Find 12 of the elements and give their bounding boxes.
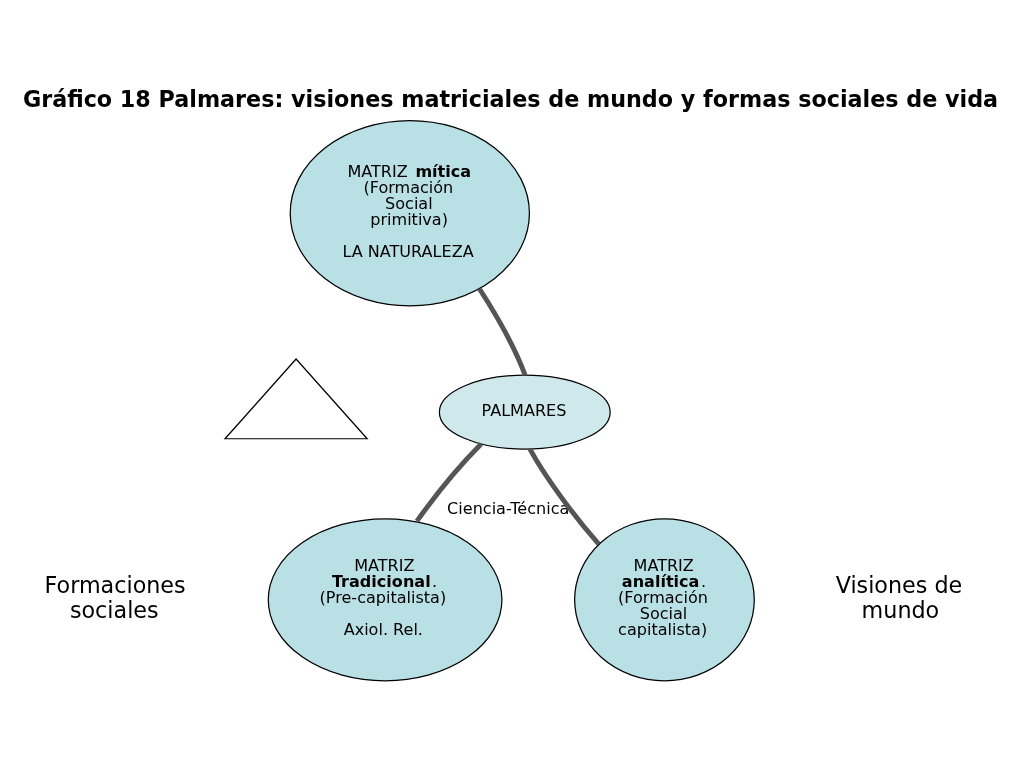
label: Formaciones sociales: [44, 571, 186, 623]
connector: [414, 442, 483, 523]
node-ellipse: MATRIZ Tradicional. (Pre-capitalista) Axiol. Rel.: [267, 518, 503, 682]
label: Visiones de mundo: [835, 571, 963, 623]
diagram-title: Gráfico 18 Palmares: visiones matriciales de mundo y formas sociales de vida: [22, 86, 999, 113]
node-circle: MATRIZ analítica. (Formación Social capitalista): [574, 518, 755, 682]
connector: [527, 447, 601, 546]
node-ellipse: PALMARES: [438, 374, 611, 450]
node-ellipse: MATRIZ mítica (Formación Social primitiva) LA NATURALEZA: [289, 120, 531, 307]
node-triangle: [223, 358, 369, 440]
node-label: Ciencia-Técnica: [447, 499, 570, 519]
connector: [477, 287, 528, 376]
